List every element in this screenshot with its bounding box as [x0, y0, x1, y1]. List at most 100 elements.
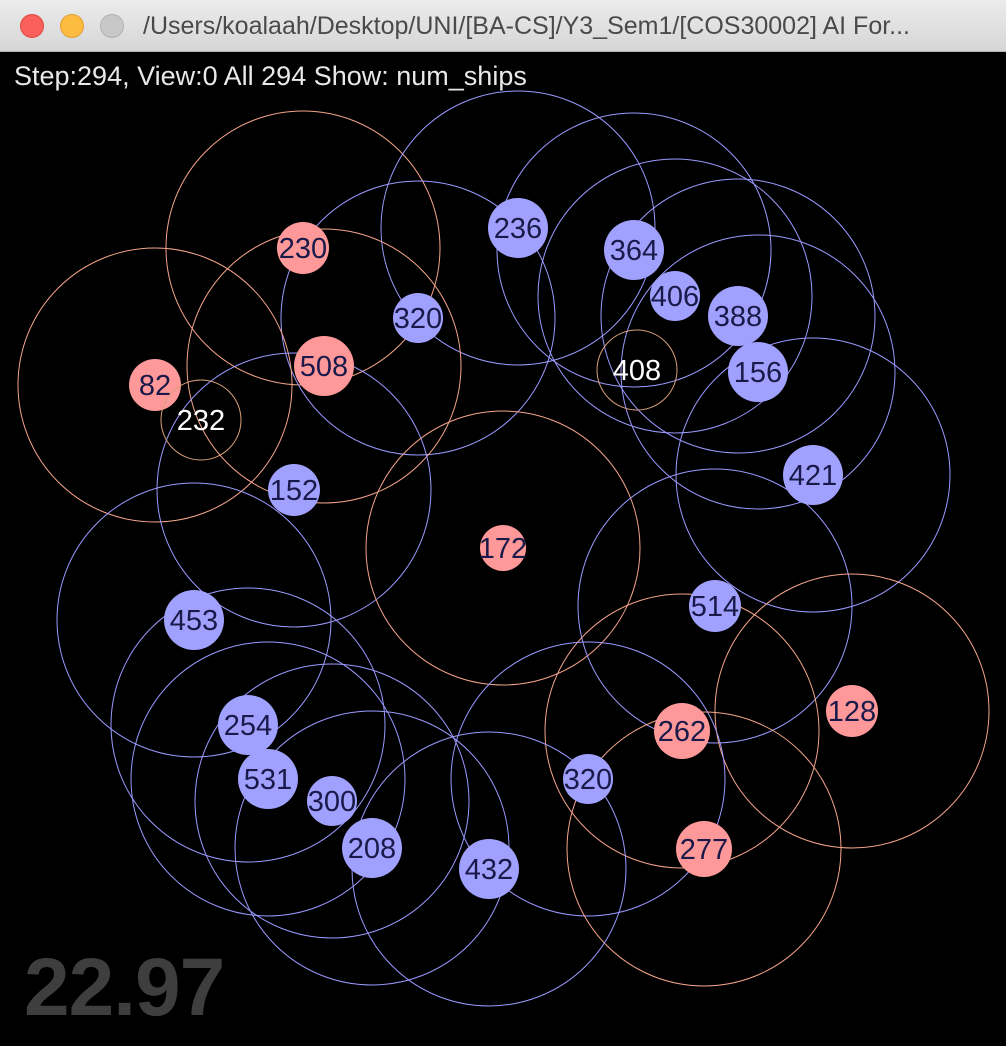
planet-body — [783, 445, 843, 505]
planet-blue[interactable]: 156 — [728, 342, 788, 402]
planet-ship-count: 406 — [651, 281, 699, 313]
planet-ship-count: 156 — [734, 357, 782, 389]
planet-ship-count: 408 — [613, 355, 661, 387]
planet-ship-count: 300 — [308, 786, 356, 818]
vision-ring — [714, 573, 990, 849]
planet-body — [488, 198, 548, 258]
planet-blue[interactable]: 320 — [563, 754, 613, 804]
planet-ship-count: 262 — [658, 716, 706, 748]
planet-ship-count: 320 — [564, 764, 612, 796]
planet-blue[interactable]: 514 — [689, 580, 741, 632]
planet-red[interactable]: 230 — [277, 222, 329, 274]
planet-body — [728, 342, 788, 402]
planet-red[interactable]: 277 — [676, 821, 732, 877]
planet-body — [218, 695, 278, 755]
planet-ship-count: 508 — [300, 351, 348, 383]
planet-ship-count: 128 — [828, 696, 876, 728]
planet-blue[interactable]: 320 — [393, 293, 443, 343]
vision-ring — [194, 663, 470, 939]
planet-red[interactable]: 172 — [479, 525, 527, 571]
vision-rings — [17, 90, 990, 1007]
planet-body — [650, 271, 700, 321]
planet-blue[interactable]: 236 — [488, 198, 548, 258]
planet-body — [277, 222, 329, 274]
planet-ship-count: 320 — [394, 303, 442, 335]
planet-blue[interactable]: 208 — [342, 818, 402, 878]
planet-blue[interactable]: 388 — [708, 286, 768, 346]
vision-ring — [365, 410, 641, 686]
vision-ring — [156, 352, 432, 628]
vision-ring — [17, 247, 293, 523]
planet-ship-count: 514 — [691, 591, 739, 623]
vision-ring — [280, 180, 556, 456]
vision-ring — [620, 234, 896, 510]
planet-red[interactable]: 508 — [294, 336, 354, 396]
planet-red[interactable]: 82 — [129, 359, 181, 411]
vision-ring — [537, 158, 813, 434]
planet-ship-count: 208 — [348, 833, 396, 865]
vision-ring — [450, 641, 726, 917]
planet-body — [689, 580, 741, 632]
title-bar[interactable]: /Users/koalaah/Desktop/UNI/[BA-CS]/Y3_Se… — [0, 0, 1006, 52]
planet-ship-count: 364 — [610, 235, 658, 267]
fps-counter: 22.97 — [24, 942, 225, 1033]
planet-body — [708, 286, 768, 346]
minimize-window-button[interactable] — [60, 14, 84, 38]
planet-body — [676, 821, 732, 877]
planet-body — [604, 220, 664, 280]
planet-blue[interactable]: 406 — [650, 271, 700, 321]
planet-blue[interactable]: 531 — [238, 749, 298, 809]
vision-ring — [577, 468, 853, 744]
planet-body — [596, 329, 678, 411]
planet-blue[interactable]: 421 — [783, 445, 843, 505]
planet-blue[interactable]: 453 — [164, 590, 224, 650]
vision-ring — [600, 178, 876, 454]
planet-red[interactable]: 262 — [654, 703, 710, 759]
vision-ring — [380, 90, 656, 366]
planet-body — [268, 464, 320, 516]
planet-ship-count: 236 — [494, 213, 542, 245]
planet-ship-count: 232 — [177, 405, 225, 437]
planet-blue[interactable]: 300 — [307, 776, 357, 826]
planet-ship-count: 531 — [244, 764, 292, 796]
planet-blue[interactable]: 254 — [218, 695, 278, 755]
planet-body — [654, 703, 710, 759]
planet-body — [459, 839, 519, 899]
planet-ship-count: 421 — [789, 460, 837, 492]
planet-red[interactable]: 128 — [826, 685, 878, 737]
planet-body — [826, 685, 878, 737]
vision-ring — [544, 593, 820, 869]
planet-ship-count: 432 — [465, 854, 513, 886]
planet-ship-count: 254 — [224, 710, 272, 742]
vision-ring — [186, 228, 462, 504]
close-window-button[interactable] — [20, 14, 44, 38]
planet-body — [164, 590, 224, 650]
planet-neutral[interactable]: 232 — [160, 379, 242, 461]
planet-ship-count: 453 — [170, 605, 218, 637]
vision-ring — [56, 482, 332, 758]
planet-ship-count: 172 — [479, 533, 527, 565]
planet-ship-count: 230 — [279, 233, 327, 265]
planet-body — [563, 754, 613, 804]
planet-ship-count: 388 — [714, 301, 762, 333]
planet-body — [393, 293, 443, 343]
vision-ring — [110, 587, 386, 863]
planet-body — [307, 776, 357, 826]
planet-blue[interactable]: 432 — [459, 839, 519, 899]
vision-ring — [130, 641, 406, 917]
planet-body — [480, 525, 526, 571]
planet-blue[interactable]: 152 — [268, 464, 320, 516]
vision-ring — [496, 112, 772, 388]
planet-blue[interactable]: 364 — [604, 220, 664, 280]
window-title: /Users/koalaah/Desktop/UNI/[BA-CS]/Y3_Se… — [143, 12, 911, 40]
vision-ring — [566, 711, 842, 987]
status-text: Step:294, View:0 All 294 Show: num_ships — [14, 61, 527, 91]
planet-body — [160, 379, 242, 461]
planet-ship-count: 82 — [139, 370, 171, 402]
planet-neutral[interactable]: 408 — [596, 329, 678, 411]
planet-ship-count: 277 — [680, 834, 728, 866]
zoom-window-button[interactable] — [100, 14, 124, 38]
